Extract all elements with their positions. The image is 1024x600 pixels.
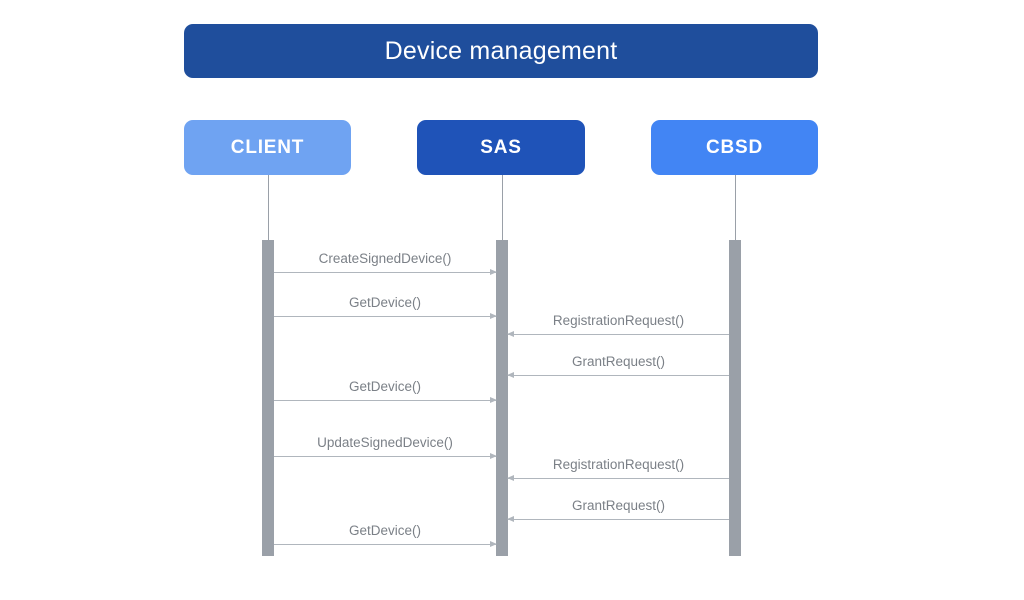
arrow-right-icon (490, 541, 497, 547)
message-line (274, 456, 496, 457)
arrow-left-icon (507, 372, 514, 378)
message-line (274, 544, 496, 545)
message-label: GetDevice() (348, 294, 421, 310)
arrow-left-icon (507, 331, 514, 337)
lifeline-sas (502, 175, 503, 240)
lifeline-cbsd (735, 175, 736, 240)
participant-cbsd[interactable]: CBSD (651, 120, 818, 175)
message-label: GrantRequest() (571, 497, 666, 513)
message-label: GetDevice() (348, 378, 421, 394)
message-line (508, 519, 729, 520)
message-label: GetDevice() (348, 522, 421, 538)
message-line (274, 400, 496, 401)
message-line (274, 272, 496, 273)
activation-bar-client (262, 240, 274, 556)
message-label: RegistrationRequest() (552, 456, 685, 472)
participant-cbsd-label: CBSD (705, 137, 764, 158)
arrow-left-icon (507, 475, 514, 481)
page-title: Device management (384, 36, 618, 65)
message-label: UpdateSignedDevice() (317, 434, 453, 450)
message-line (508, 375, 729, 376)
participant-client-label: CLIENT (230, 137, 305, 158)
arrow-right-icon (490, 397, 497, 403)
message-line (508, 478, 729, 479)
arrow-right-icon (490, 453, 497, 459)
message-label: GrantRequest() (571, 353, 666, 369)
activation-bar-sas (496, 240, 508, 556)
message-line (508, 334, 729, 335)
arrow-right-icon (490, 269, 497, 275)
diagram-title-banner: Device management (184, 24, 818, 78)
lifeline-client (268, 175, 269, 240)
participant-sas-label: SAS (480, 137, 522, 158)
arrow-right-icon (490, 313, 497, 319)
message-label: RegistrationRequest() (552, 312, 685, 328)
activation-bar-cbsd (729, 240, 741, 556)
arrow-left-icon (507, 516, 514, 522)
participant-client[interactable]: CLIENT (184, 120, 351, 175)
message-line (274, 316, 496, 317)
participant-sas[interactable]: SAS (417, 120, 585, 175)
message-label: CreateSignedDevice() (318, 250, 452, 266)
